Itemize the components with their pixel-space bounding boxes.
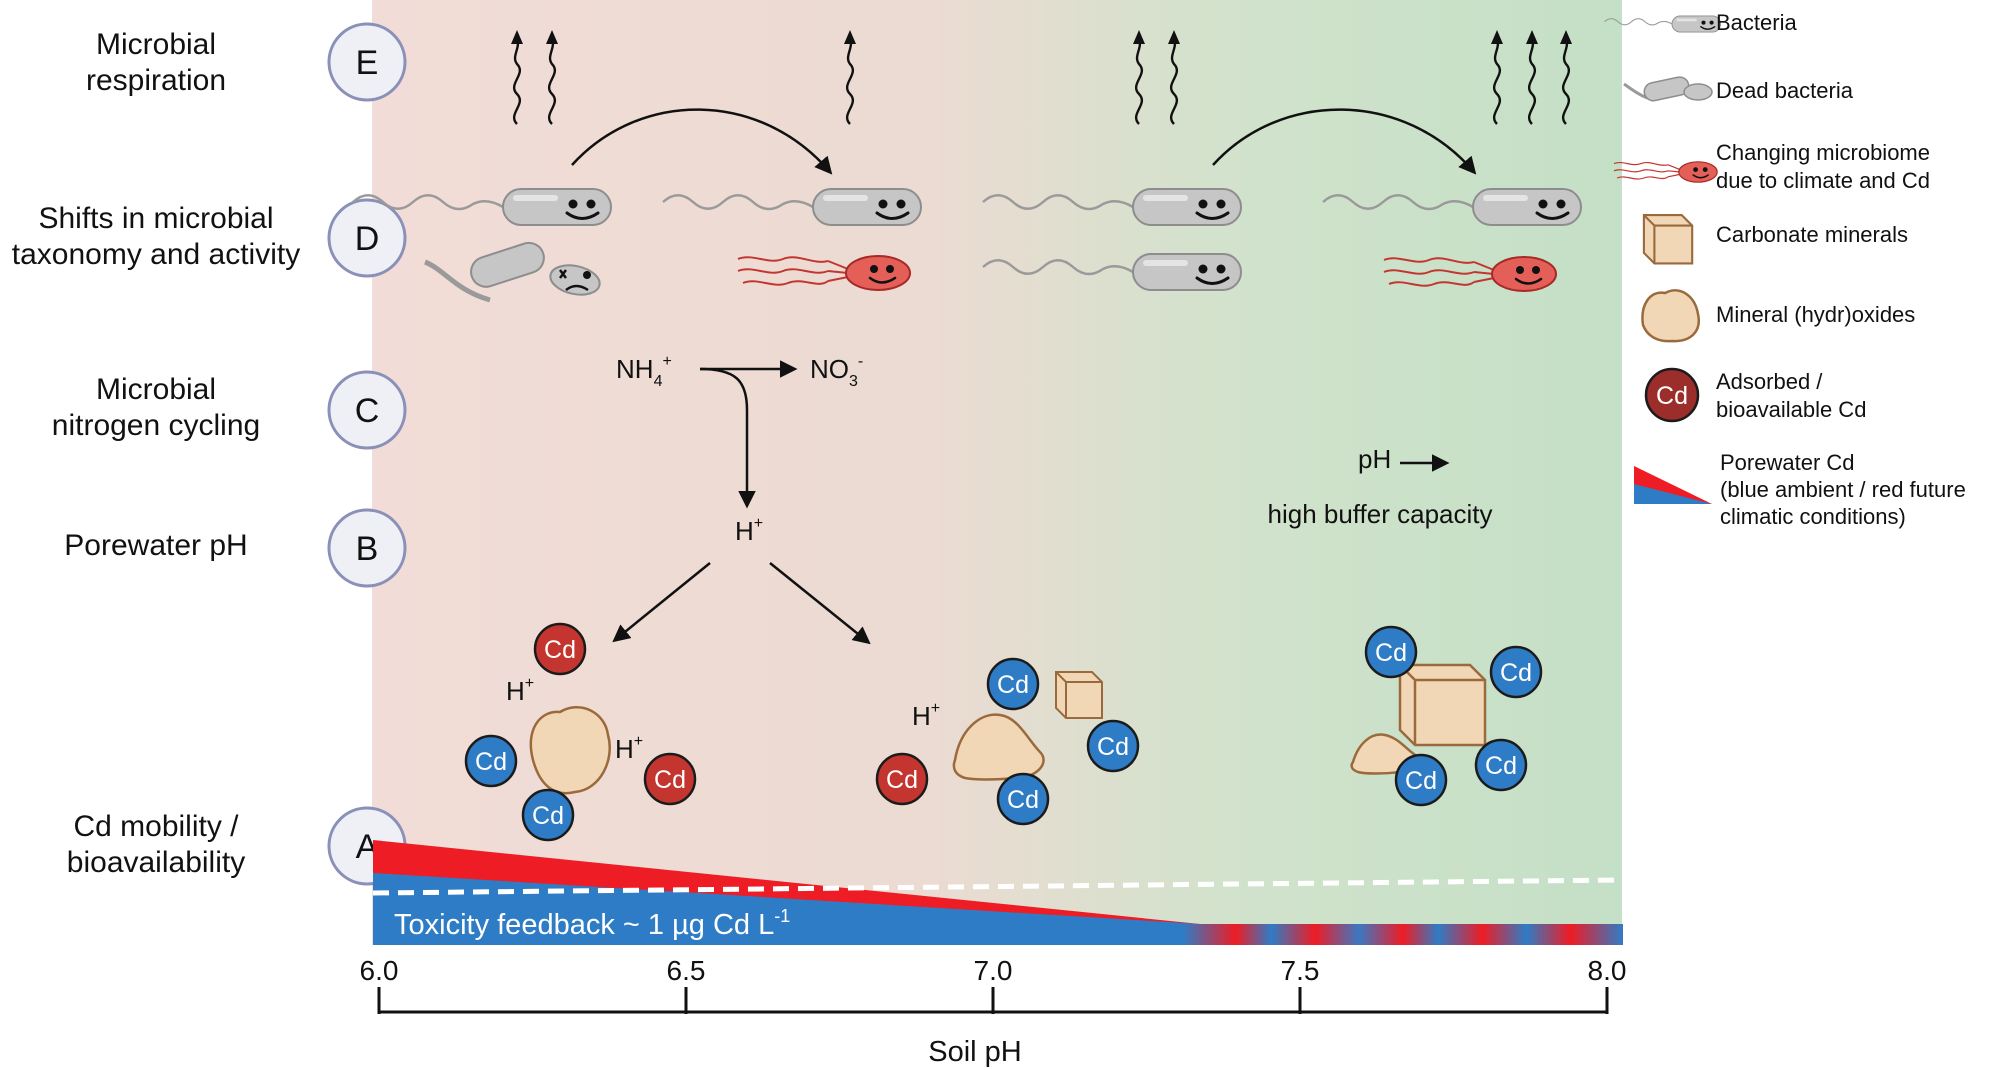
svg-text:bioavailability: bioavailability [67,846,245,879]
svg-text:Porewater Cd: Porewater Cd [1720,450,1855,475]
svg-text:climatic conditions): climatic conditions) [1720,504,1906,529]
cd-blue-icon: Cd [1489,645,1543,699]
cd-blue-icon: Cd [1394,753,1448,807]
shift-arrow-right [1212,108,1477,175]
svg-text:B: B [356,530,379,568]
cd-blue-icon: Cd [1086,719,1140,773]
axis-tick-label: 6.5 [667,955,706,986]
svg-text:D: D [355,220,380,258]
svg-text:Microbial: Microbial [96,28,216,61]
svg-text:Microbial: Microbial [96,373,216,406]
svg-text:Cd: Cd [654,766,686,794]
svg-text:C: C [355,392,380,430]
cd-blue-icon: Cd [986,657,1040,711]
soil-ph-axis: 6.0 6.5 7.0 7.5 8.0 Soil pH [360,955,1627,1068]
svg-text:nitrogen cycling: nitrogen cycling [52,409,260,442]
cd-blue-icon: Cd [996,772,1050,826]
buffer-capacity-label: high buffer capacity [1268,499,1493,529]
ammonium-label: NH4+ [616,353,672,390]
svg-text:Cd: Cd [1405,767,1437,795]
row-marker-e: E [327,22,407,102]
axis-tick-label: 7.0 [974,955,1013,986]
svg-text:Cd: Cd [886,766,918,794]
proton-arrow-right [769,562,871,645]
svg-text:Cd: Cd [1375,639,1407,667]
svg-text:Cd: Cd [997,671,1029,699]
cd-blue-icon: Cd [464,734,518,788]
svg-text:Cd mobility /: Cd mobility / [73,810,239,843]
row-label-taxonomy: Shifts in microbial taxonomy and activit… [12,202,300,271]
svg-text:Dead bacteria: Dead bacteria [1716,78,1854,103]
axis-tick-label: 6.0 [360,955,399,986]
nitrate-label: NO3- [810,353,863,390]
acidification-arrow [699,367,756,509]
cd-blue-icon: Cd [521,788,575,842]
legend-changing-microbiome: Changing microbiome due to climate and C… [1613,140,1930,193]
left-cd-cluster: H+ H+ Cd Cd Cd Cd [464,622,697,842]
svg-text:Cd: Cd [1097,733,1129,761]
svg-text:Cd: Cd [532,802,564,830]
row-marker-c: C [327,370,407,450]
cd-blue-icon: Cd [1364,625,1418,679]
svg-text:H+: H+ [615,733,643,764]
svg-text:A: A [356,828,379,866]
legend-mineral-hydroxides: Mineral (hydr)oxides [1641,289,1915,343]
cd-red-icon: Cd [875,752,929,806]
ph-increase-label: pH [1358,444,1391,474]
svg-text:Adsorbed /: Adsorbed / [1716,369,1823,394]
row-marker-d: D [327,198,407,278]
svg-text:Cd: Cd [1007,786,1039,814]
svg-text:H+: H+ [506,675,534,706]
legend-adsorbed-cd: Cd Adsorbed / bioavailable Cd [1644,367,1866,423]
legend-porewater-cd: Porewater Cd (blue ambient / red future … [1634,450,1966,529]
svg-text:Carbonate minerals: Carbonate minerals [1716,222,1908,247]
cd-red-icon: Cd [643,752,697,806]
axis-title: Soil pH [928,1036,1022,1068]
svg-text:Cd: Cd [544,636,576,664]
cd-red-icon: Cd [533,622,587,676]
dead-bacteria-icon [423,241,601,303]
porewater-cd-band: Toxicity feedback ~ 1 µg Cd L-1 [372,840,1624,945]
row-label-porewater-ph: Porewater pH [64,529,247,562]
svg-text:(blue ambient / red future: (blue ambient / red future [1720,477,1966,502]
carbonate-mineral-icon [1398,663,1487,747]
svg-text:bioavailable Cd: bioavailable Cd [1716,397,1866,422]
legend-carbonate-minerals: Carbonate minerals [1642,214,1908,265]
svg-text:Cd: Cd [475,748,507,776]
svg-text:Changing microbiome: Changing microbiome [1716,140,1930,165]
svg-text:respiration: respiration [86,64,226,97]
toxicity-feedback-label: Toxicity feedback ~ 1 µg Cd L-1 [394,906,790,941]
legend: Bacteria Dead bacteria Changing microbio… [1603,10,1966,529]
right-cd-cluster: Cd Cd Cd Cd [1350,625,1543,807]
row-marker-b: B [327,508,407,588]
row-label-respiration: Microbial respiration [86,28,226,97]
axis-tick-label: 8.0 [1588,955,1627,986]
proton-label: H+ [735,515,763,546]
svg-text:H+: H+ [912,700,940,731]
carbonate-mineral-icon [1055,671,1103,719]
cd-blue-icon: Cd [1474,738,1528,792]
legend-bacteria: Bacteria [1603,10,1797,35]
middle-cd-cluster: H+ Cd Cd Cd Cd [875,657,1140,826]
axis-tick-label: 7.5 [1281,955,1320,986]
shift-arrow-left [571,108,833,175]
svg-text:Bacteria: Bacteria [1716,10,1797,35]
svg-text:taxonomy and activity: taxonomy and activity [12,238,300,271]
row-label-nitrogen: Microbial nitrogen cycling [52,373,260,442]
row-label-cd-mobility: Cd mobility / bioavailability [67,810,245,879]
proton-arrow-left [612,562,711,643]
svg-text:Cd: Cd [1656,382,1688,410]
svg-text:Cd: Cd [1485,752,1517,780]
svg-text:Mineral (hydr)oxides: Mineral (hydr)oxides [1716,302,1915,327]
svg-text:due to climate and Cd: due to climate and Cd [1716,168,1930,193]
svg-text:Shifts in microbial: Shifts in microbial [38,202,273,235]
legend-dead-bacteria: Dead bacteria [1623,76,1854,103]
svg-text:E: E [356,44,379,82]
svg-text:Cd: Cd [1500,659,1532,687]
